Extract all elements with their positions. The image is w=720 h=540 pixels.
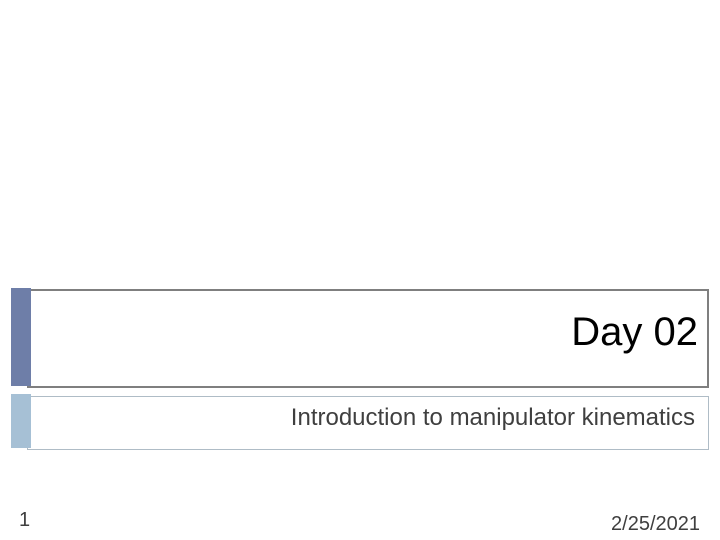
title-accent-bar: [11, 288, 31, 386]
subtitle-placeholder: Introduction to manipulator kinematics: [27, 396, 709, 450]
slide-subtitle: Introduction to manipulator kinematics: [290, 404, 695, 432]
title-placeholder: Day 02: [27, 289, 709, 388]
slide-title: Day 02: [571, 309, 698, 354]
slide-number: 1: [19, 509, 31, 531]
subtitle-accent-bar: [11, 394, 31, 448]
slide-date: 2/25/2021: [611, 513, 700, 535]
